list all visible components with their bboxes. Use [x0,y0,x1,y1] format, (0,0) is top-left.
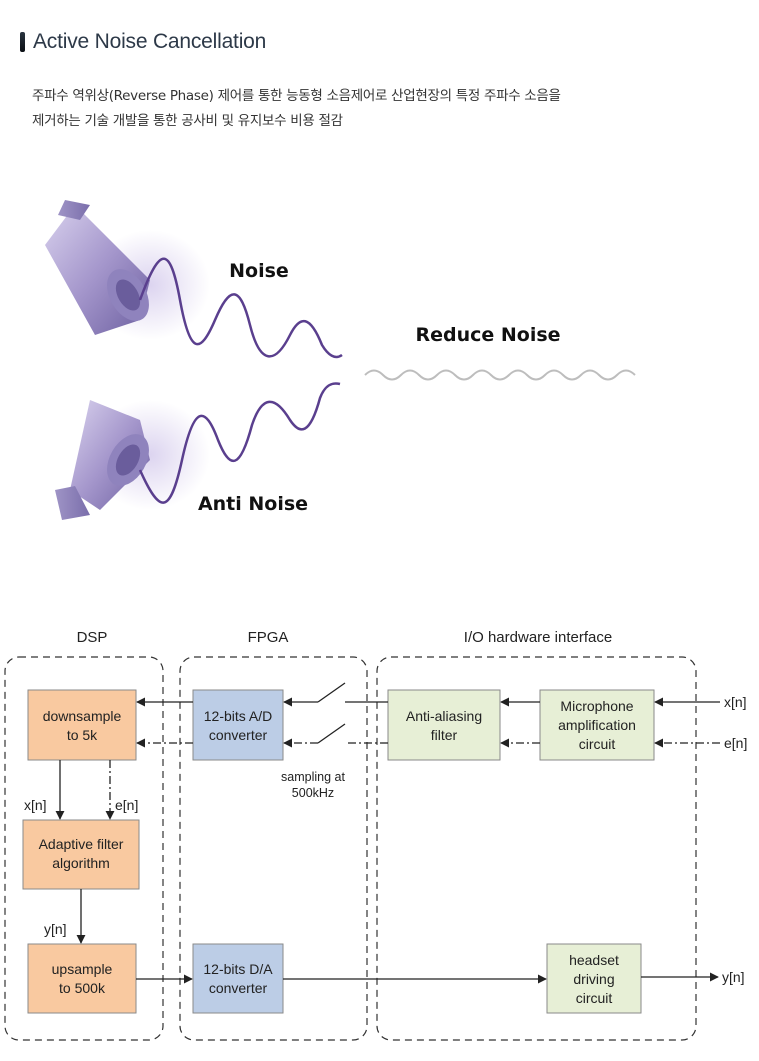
block-adaptive-line1: Adaptive filter [39,836,124,852]
signal-xn-in: x[n] [724,694,747,710]
block-ad-converter [192,689,284,761]
noise-label: Noise [229,260,289,282]
title-bar-icon [20,32,25,52]
group-label-io: I/O hardware interface [464,629,612,646]
block-headset-line3: circuit [576,990,613,1006]
group-label-dsp: DSP [77,629,108,646]
description: 주파수 역위상(Reverse Phase) 제어를 통한 능동형 소음제어로 … [32,84,732,134]
block-downsample [27,689,137,761]
description-line-1: 주파수 역위상(Reverse Phase) 제어를 통한 능동형 소음제어로 … [32,88,561,104]
reduced-noise-wave [364,369,636,381]
block-diagram: DSP FPGA I/O hardware interface downsamp… [4,629,747,1041]
speaker-bottom-icon [55,400,210,520]
block-microphone [539,689,655,761]
signal-yn-mid: y[n] [44,921,67,937]
anc-illustration: Noise Reduce Noise Anti Noise [45,200,636,520]
anti-noise-label: Anti Noise [198,493,308,515]
block-anti-aliasing [387,689,501,761]
noise-wave [138,257,343,359]
group-label-fpga: FPGA [248,629,289,646]
anti-noise-wave [138,382,341,504]
block-downsample-line2: to 5k [67,727,98,743]
group-frame-dsp [4,656,164,1041]
block-da-line1: 12-bits D/A [203,961,273,977]
block-mic-line1: Microphone [560,698,633,714]
reduce-noise-label: Reduce Noise [415,324,560,346]
block-mic-line2: amplification [558,717,636,733]
signal-xn-mid: x[n] [24,797,47,813]
block-upsample-line1: upsample [52,961,113,977]
sampling-note-line1: sampling at [281,770,345,784]
block-headset-line2: driving [573,971,614,987]
signal-en-mid: e[n] [115,797,138,813]
group-frame-io [376,656,697,1041]
speaker-top-icon [45,200,210,340]
signal-en-in: e[n] [724,735,747,751]
block-ad-line2: converter [209,727,268,743]
description-line-2: 제거하는 기술 개발을 통한 공사비 및 유지보수 비용 절감 [32,113,343,129]
block-da-line2: converter [209,980,268,996]
block-upsample-line2: to 500k [59,980,106,996]
switch-e-icon [317,723,346,744]
page-title: Active Noise Cancellation [33,30,267,53]
block-headset-line1: headset [569,952,619,968]
block-da-converter [192,943,284,1014]
block-antialias-line1: Anti-aliasing [406,708,482,724]
sampling-note-line2: 500kHz [292,786,334,800]
group-frame-fpga [179,656,368,1041]
block-headset [546,943,642,1014]
section-title: Active Noise Cancellation [20,28,266,56]
block-ad-line1: 12-bits A/D [204,708,272,724]
block-antialias-line2: filter [431,727,458,743]
block-mic-line3: circuit [579,736,616,752]
signal-yn-out: y[n] [722,969,745,985]
block-upsample [27,943,137,1014]
block-adaptive-line2: algorithm [52,855,110,871]
block-adaptive-filter [22,819,140,890]
switch-x-icon [317,682,346,703]
block-downsample-line1: downsample [43,708,122,724]
